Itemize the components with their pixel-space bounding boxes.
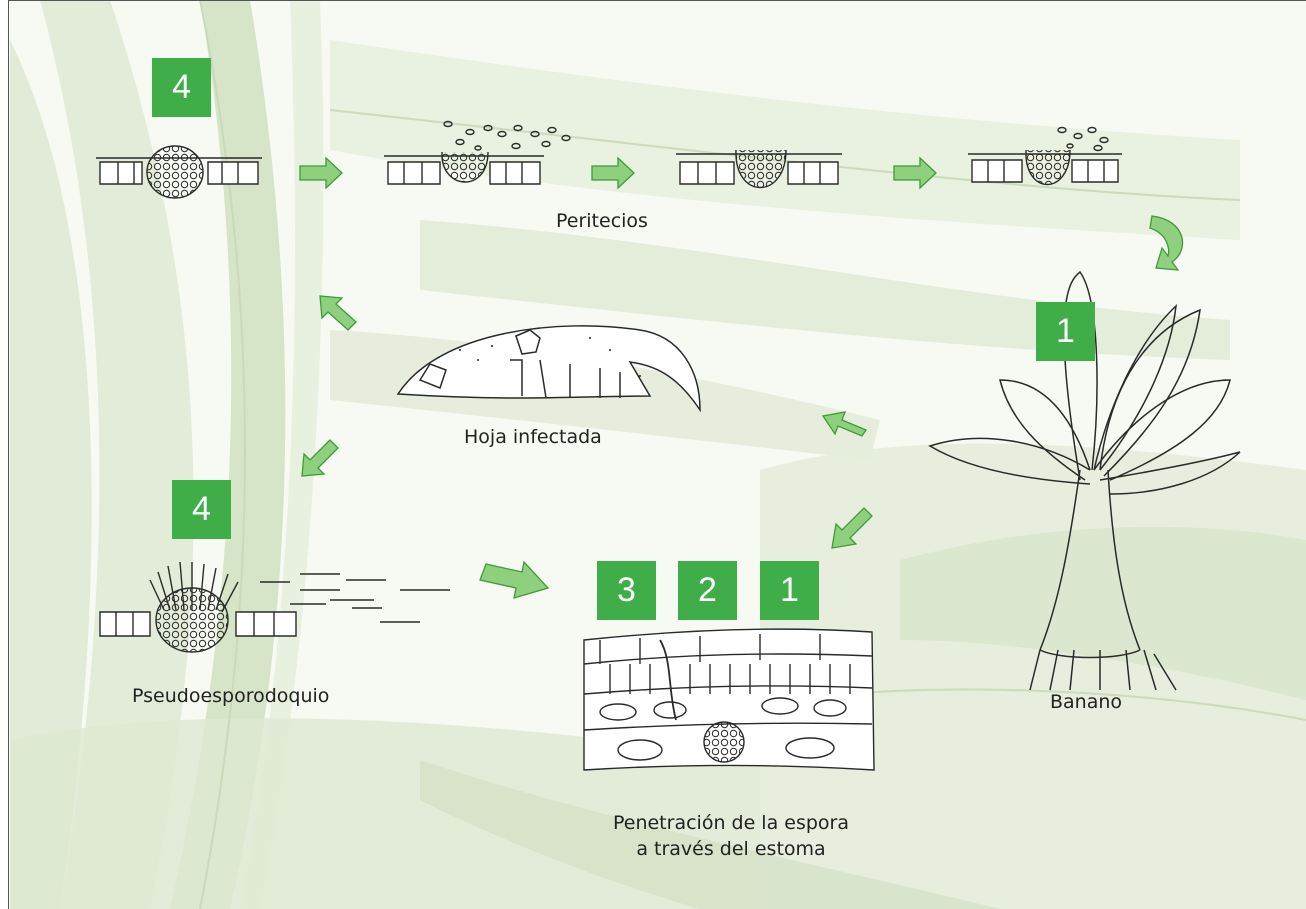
arrow-3 <box>894 158 936 188</box>
label-banano: Banano <box>1050 689 1122 715</box>
label-penetracion-line1: Penetración de la espora <box>586 810 876 836</box>
stage-badge-banana: 1 <box>1036 302 1095 361</box>
perithecium-stage-2 <box>384 122 570 185</box>
stage-badge-top-left: 4 <box>152 58 211 117</box>
stage-badge-mid-left: 4 <box>172 480 231 539</box>
perithecium-stage-4 <box>968 128 1122 185</box>
stage-badge-3: 3 <box>597 561 656 620</box>
arrow-to-peritecios-up <box>320 296 356 330</box>
arrow-1 <box>300 158 342 188</box>
arrow-curve-down <box>1150 216 1183 270</box>
perithecium-stage-3 <box>676 150 842 188</box>
arrow-banana-to-leaf <box>823 412 866 436</box>
perithecium-stage-1 <box>96 146 262 198</box>
label-penetracion-line2: a través del estoma <box>586 836 876 862</box>
infected-leaf-drawing <box>398 326 700 410</box>
stage-badge-1: 1 <box>760 561 819 620</box>
arrow-to-pseudo-down <box>302 440 338 476</box>
pseudoesporodoquio-drawing <box>100 562 450 652</box>
arrow-pseudo-to-section <box>480 562 548 598</box>
label-pseudoesporodoquio: Pseudoesporodoquio <box>132 683 329 709</box>
label-hoja-infectada: Hoja infectada <box>464 424 602 450</box>
arrow-2 <box>592 158 634 188</box>
leaf-cross-section-drawing <box>584 629 874 770</box>
label-peritecios: Peritecios <box>556 208 648 234</box>
label-penetracion: Penetración de la espora a través del es… <box>586 810 876 862</box>
arrow-banana-to-section <box>832 508 872 548</box>
stage-badge-2: 2 <box>678 561 737 620</box>
